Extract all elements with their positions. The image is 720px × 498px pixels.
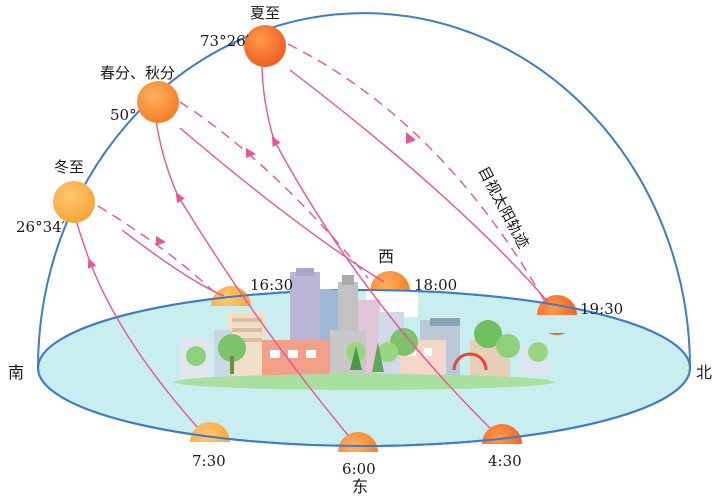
sun-winter xyxy=(53,181,95,223)
summer-solstice-label: 夏至 xyxy=(250,4,280,22)
winter-altitude: 26°34′ xyxy=(16,218,66,236)
track-winter-set xyxy=(97,205,215,293)
dashed-arrows xyxy=(156,132,416,246)
track-winter-rise xyxy=(87,257,199,429)
track-summer-set xyxy=(287,43,545,301)
solar-tracks-dashed xyxy=(97,43,545,301)
time-summer-rise: 4:30 xyxy=(488,452,522,470)
direction-south: 南 xyxy=(8,363,24,382)
sun-summer xyxy=(244,25,286,67)
sun-equinox xyxy=(137,81,179,123)
direction-north: 北 xyxy=(696,363,712,382)
city-illustration xyxy=(174,268,554,390)
equinox-altitude: 50° xyxy=(110,106,137,124)
equinox-label: 春分、秋分 xyxy=(100,64,175,82)
track-equinox-set xyxy=(179,101,369,279)
time-summer-set: 19:30 xyxy=(580,300,623,318)
track-summer-rise xyxy=(271,136,495,433)
solar-tracks-solid xyxy=(75,61,549,441)
time-equinox-rise: 6:00 xyxy=(342,460,376,478)
direction-west: 西 xyxy=(378,247,394,266)
time-winter-set: 16:30 xyxy=(250,276,293,294)
rising-suns xyxy=(186,422,526,474)
summer-altitude: 73°26′ xyxy=(200,32,250,50)
time-winter-rise: 7:30 xyxy=(192,452,226,470)
direction-east: 东 xyxy=(352,477,368,496)
time-equinox-set: 18:00 xyxy=(414,276,457,294)
winter-solstice-label: 冬至 xyxy=(54,158,84,176)
track-label: 目视太阳轨迹 xyxy=(474,163,532,251)
track-equinox-rise xyxy=(175,192,353,441)
